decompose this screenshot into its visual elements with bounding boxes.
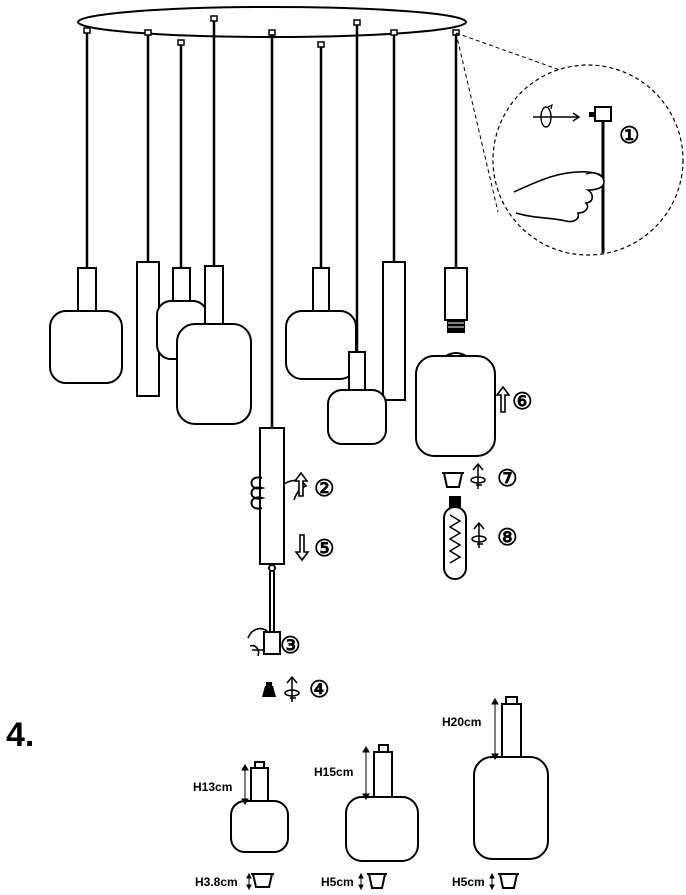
suspension-cables bbox=[85, 19, 458, 428]
step-markers: ① ② ③ ④ ⑤ ⑥ ⑦ ⑧ bbox=[280, 122, 640, 702]
step-marker-7: ⑦ bbox=[497, 465, 518, 491]
medium-cap-height-label: H5cm bbox=[321, 875, 354, 889]
step-marker-8: ⑧ bbox=[497, 524, 518, 550]
step-marker-4: ④ bbox=[309, 676, 330, 702]
central-adjustable-lamp bbox=[247, 427, 308, 657]
bulb-base-icon bbox=[262, 682, 276, 697]
step-marker-3: ③ bbox=[280, 632, 301, 658]
step-marker-1: ① bbox=[619, 122, 640, 148]
filament-bulb-icon bbox=[443, 496, 467, 580]
small-cap-height-label: H3.8cm bbox=[195, 875, 238, 889]
large-lamp-height-label: H20cm bbox=[442, 715, 481, 729]
size-labels: H13cm H15cm H20cm H3.8cm H5cm H5cm bbox=[193, 715, 485, 889]
step-marker-5: ⑤ bbox=[314, 535, 335, 561]
step-marker-6: ⑥ bbox=[512, 388, 533, 414]
dimension-arrows bbox=[241, 698, 499, 891]
small-lamp-height-label: H13cm bbox=[193, 780, 232, 794]
cable-anchors bbox=[83, 15, 460, 48]
detail-inset bbox=[455, 32, 684, 256]
section-number: 4. bbox=[6, 716, 34, 754]
shade-cap-icon bbox=[442, 472, 464, 488]
step-marker-2: ② bbox=[314, 475, 335, 501]
pendant-lamps bbox=[49, 261, 496, 457]
large-cap-height-label: H5cm bbox=[452, 875, 485, 889]
twist-icons bbox=[284, 462, 487, 702]
size-lamps bbox=[230, 696, 549, 889]
medium-lamp-height-label: H15cm bbox=[314, 765, 353, 779]
